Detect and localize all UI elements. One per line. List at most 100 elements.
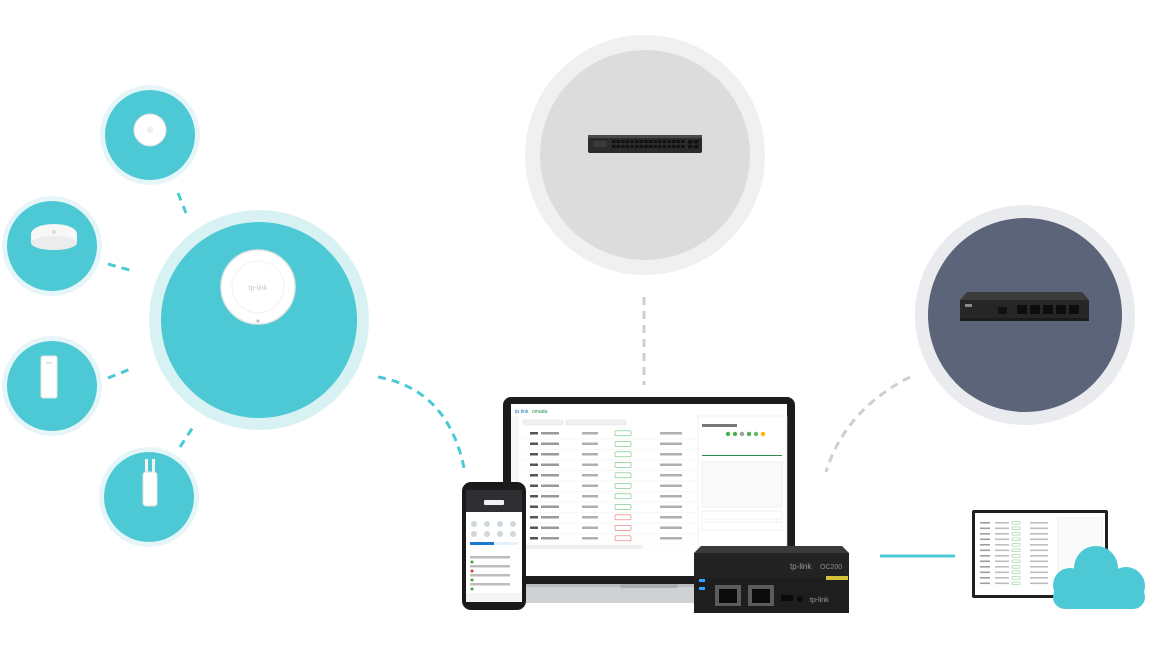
monitor-row-placeholder — [995, 566, 1009, 568]
monitor-row-placeholder — [980, 549, 990, 552]
router-port — [1069, 305, 1079, 314]
switch-port — [625, 145, 630, 148]
controller-port-1 — [715, 585, 741, 606]
monitor-status-pill — [1011, 548, 1021, 552]
switch-port — [688, 140, 693, 144]
switch-port — [625, 140, 630, 143]
table-cell-placeholder — [582, 516, 598, 519]
table-cell-placeholder — [530, 474, 538, 477]
monitor-status-pill — [1011, 559, 1021, 563]
switch-port — [662, 140, 666, 143]
router-port — [1056, 305, 1066, 314]
switch-port — [671, 140, 676, 143]
table-cell-placeholder — [541, 537, 559, 540]
monitor-row-placeholder — [995, 560, 1009, 563]
table-cell-placeholder — [582, 474, 598, 477]
monitor-row-placeholder — [980, 566, 990, 568]
monitor-row-placeholder — [980, 560, 990, 563]
ap-node-4 — [99, 447, 199, 547]
panel-collapsed-row — [701, 521, 783, 531]
connectors — [107, 192, 955, 558]
ap-hub: tp-link — [149, 210, 369, 430]
ap-node-3 — [2, 336, 102, 436]
status-pill — [614, 514, 632, 521]
ap-node-2 — [2, 196, 102, 296]
connector-router-laptop — [824, 375, 911, 473]
monitor-row-placeholder — [980, 577, 990, 579]
controller-port-2 — [748, 585, 774, 606]
laptop-product: omada — [532, 409, 548, 415]
switch-port — [621, 140, 625, 143]
switch-node — [525, 35, 765, 275]
connector-hub-laptop — [377, 375, 467, 474]
table-cell-placeholder — [530, 495, 538, 498]
phone-list-placeholder — [470, 556, 510, 559]
table-cell-placeholder — [582, 442, 598, 445]
switch-port — [635, 140, 639, 143]
laptop: tp-link omada — [487, 397, 811, 603]
phone-list-dot — [470, 587, 474, 591]
monitor-row-placeholder — [1030, 566, 1048, 568]
controller-brand: tp-link — [790, 562, 812, 571]
ap-hub-logo: tp-link — [249, 285, 268, 292]
monitor-row-placeholder — [980, 555, 990, 557]
table-cell-placeholder — [582, 432, 598, 435]
switch-port — [644, 145, 648, 148]
phone-stat-icon — [510, 521, 516, 527]
vpn-router-icon — [960, 292, 1089, 321]
switch-port — [694, 140, 699, 144]
table-cell-placeholder — [660, 495, 682, 498]
table-cell-placeholder — [660, 432, 682, 435]
table-cell-placeholder — [541, 484, 559, 487]
phone-stat-icon — [497, 521, 503, 527]
router-port — [1030, 305, 1040, 314]
smartphone — [462, 482, 526, 610]
status-pill — [614, 482, 632, 489]
monitor-row-placeholder — [1030, 533, 1048, 535]
cloud-icon — [1053, 546, 1145, 609]
monitor-row-placeholder — [1030, 544, 1048, 546]
monitor-row-placeholder — [995, 555, 1009, 557]
status-pill — [614, 535, 632, 542]
monitor-row-placeholder — [1030, 582, 1048, 585]
switch-port — [639, 145, 643, 148]
phone-stat-icon — [471, 521, 477, 527]
panel-collapsed-row — [701, 510, 783, 520]
table-cell-placeholder — [582, 505, 598, 508]
wall-plate-access-point-icon — [40, 355, 58, 399]
switch-port — [681, 145, 685, 148]
table-cell-placeholder — [541, 432, 559, 435]
monitor-row-placeholder — [1030, 522, 1048, 524]
switch-port — [681, 140, 685, 143]
switch-port — [644, 140, 648, 143]
monitor-row-placeholder — [980, 538, 990, 541]
monitor-row-placeholder — [995, 522, 1009, 524]
table-cell-placeholder — [660, 516, 682, 519]
connector-ap3-hub — [107, 366, 134, 380]
monitor-row-placeholder — [980, 582, 990, 585]
status-dot — [739, 431, 745, 437]
status-pill — [614, 451, 632, 458]
table-cell-placeholder — [541, 463, 559, 466]
table-cell-placeholder — [530, 442, 538, 445]
monitor-row-placeholder — [995, 571, 1009, 574]
monitor-row-placeholder — [995, 527, 1009, 530]
phone-list-dot — [470, 569, 474, 573]
switch-port — [616, 140, 620, 143]
table-cell-placeholder — [660, 505, 682, 508]
monitor-status-pill — [1011, 554, 1021, 558]
table-cell-placeholder — [530, 526, 538, 529]
monitor-row-placeholder — [1030, 560, 1048, 563]
phone-stat-icon — [471, 531, 477, 537]
switch-port — [676, 140, 680, 143]
table-cell-placeholder — [541, 442, 559, 445]
phone-list-dot — [470, 560, 474, 564]
switch-port — [630, 145, 634, 148]
table-cell-placeholder — [582, 526, 598, 529]
phone-stat-icon — [510, 531, 516, 537]
phone-toggle — [470, 542, 494, 545]
table-cell-placeholder — [660, 526, 682, 529]
phone-stat-icon — [497, 531, 503, 537]
monitor-status-pill — [1011, 565, 1021, 569]
phone-stat-icon — [484, 531, 490, 537]
